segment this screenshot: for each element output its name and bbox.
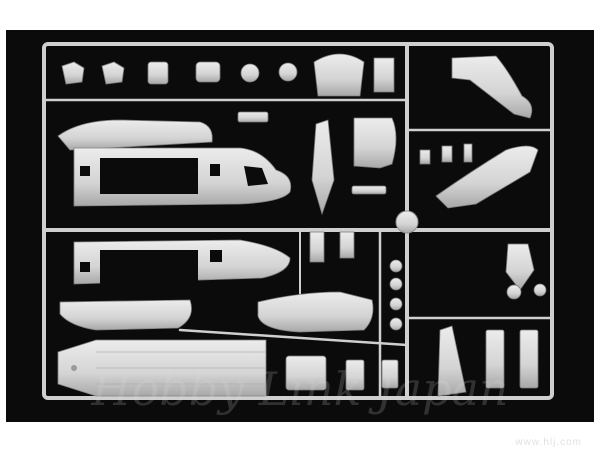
fuselage-half-upper (57, 119, 292, 207)
fuselage-half-lower (59, 239, 291, 331)
sprue-hub (395, 210, 419, 234)
watermark-url: www.hlj.com (515, 437, 582, 448)
watermark-script: Hobby Link Japan (90, 362, 508, 416)
sprue-frame (42, 42, 554, 400)
engine-nacelle (257, 291, 374, 333)
small-parts-top-row (61, 53, 395, 123)
cabin-floor (57, 339, 267, 397)
small-parts-right (419, 55, 547, 397)
small-parts-centre (285, 117, 403, 391)
